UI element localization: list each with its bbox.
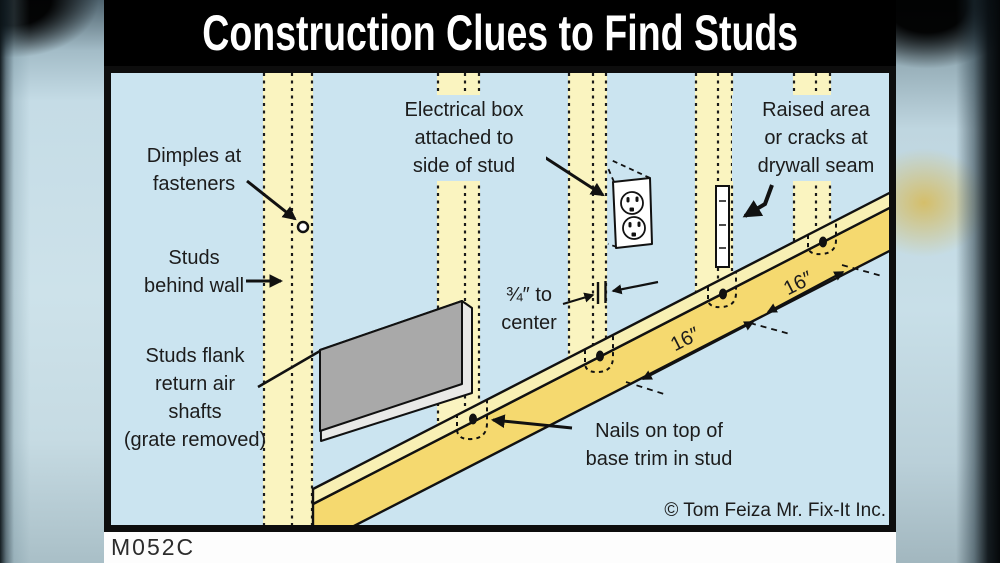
dimples-arrow <box>246 179 297 221</box>
page-title: Construction Clues to Find Studs <box>202 5 798 61</box>
electrical-outlet <box>607 159 653 249</box>
stud-3 <box>567 73 608 359</box>
outlet-receptacles <box>620 191 646 240</box>
copyright-notice: © Tom Feiza Mr. Fix-It Inc. <box>664 500 886 521</box>
drywall-seam <box>715 185 730 268</box>
stud-1 <box>262 73 314 525</box>
raised-area-arrow <box>742 184 774 218</box>
title-bar: Construction Clues to Find Studs <box>104 0 896 66</box>
footer-strip: M052C <box>104 532 896 563</box>
stud-spacing-dimensions <box>625 264 883 395</box>
label-dimples-at-fasteners: Dimples at fasteners <box>146 145 242 195</box>
label-offset-to-center: ¾″ to center <box>501 284 557 334</box>
blurred-right-margin <box>896 0 1000 563</box>
label-studs-behind-wall: Studs behind wall <box>143 247 245 297</box>
electrical-arrow <box>534 149 605 197</box>
grate-leader-line <box>257 349 321 389</box>
hidden-stud-outlines <box>456 220 837 441</box>
offset-arrow-right <box>611 280 659 295</box>
nails-arrow <box>490 414 573 430</box>
trim-nails <box>469 236 827 425</box>
label-studs-flank-return-air: Studs flank return air shafts (grate rem… <box>123 345 267 451</box>
label-electrical-box: Electrical box attached to side of stud <box>382 95 546 181</box>
return-air-shaft <box>319 300 473 442</box>
base-trim <box>311 191 889 525</box>
offset-arrow-left <box>562 292 595 306</box>
diagram-graphics: 16″ 16″ <box>246 73 889 525</box>
label-nails-on-trim: Nails on top of base trim in stud <box>585 420 733 470</box>
wall-diagram: 16″ 16″ <box>104 66 896 532</box>
illustration-card: Construction Clues to Find Studs <box>104 0 896 563</box>
blurred-left-margin <box>0 0 104 563</box>
figure-code: M052C <box>111 534 196 560</box>
fastener-dimple <box>296 220 310 234</box>
label-raised-area: Raised area or cracks at drywall seam <box>732 95 889 181</box>
